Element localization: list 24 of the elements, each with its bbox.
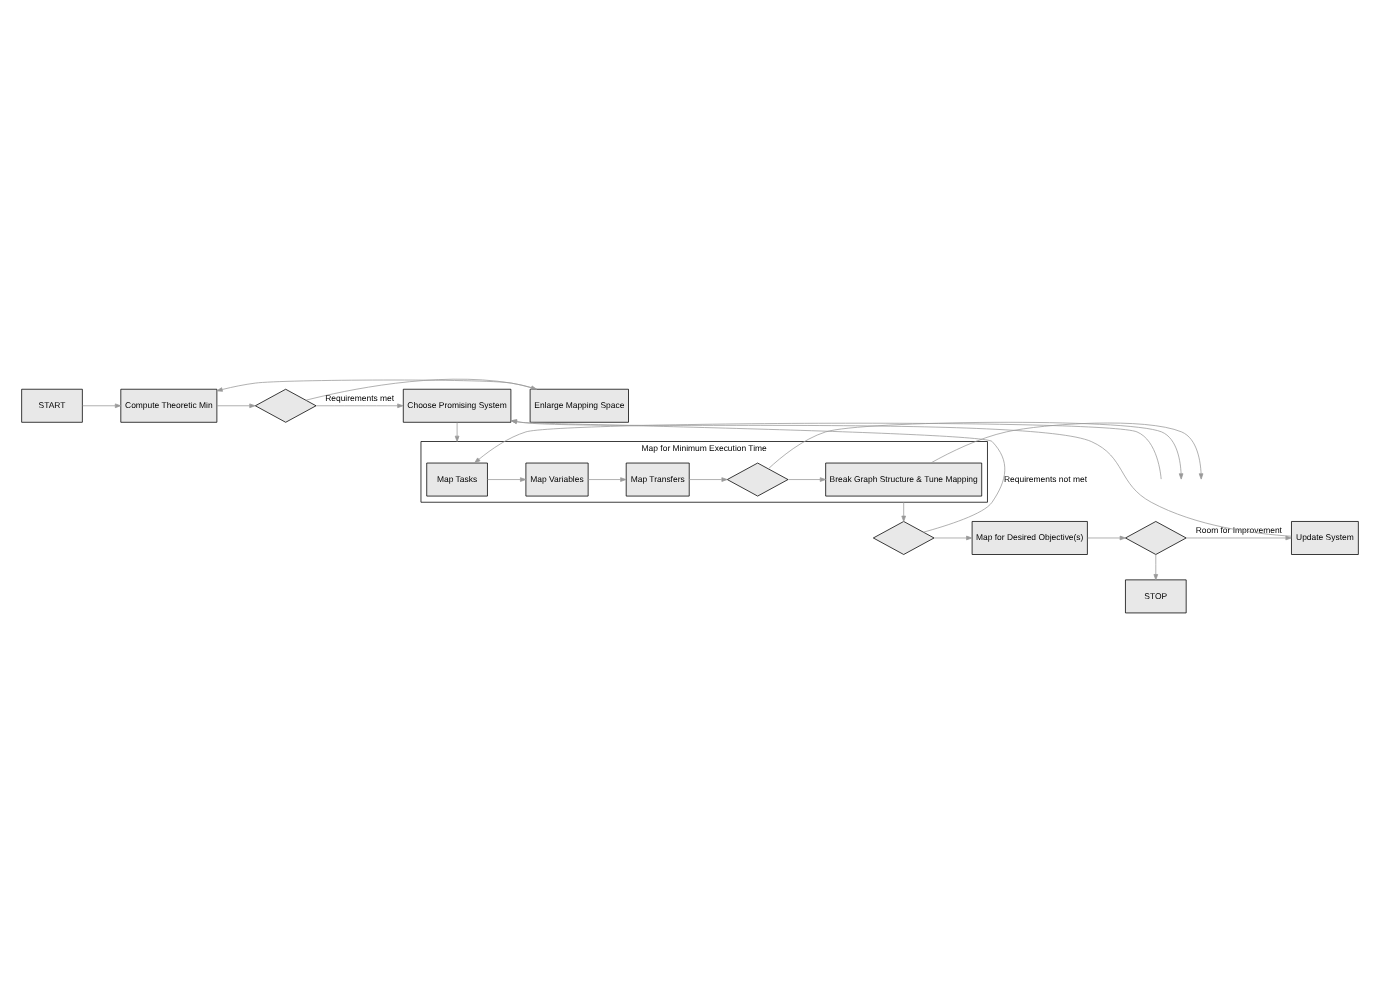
arrow xyxy=(305,378,538,401)
arrow xyxy=(787,477,826,482)
arrow xyxy=(768,421,1184,480)
arrow xyxy=(82,403,122,409)
node-diamond xyxy=(726,462,789,497)
arrow xyxy=(688,477,728,482)
node-diamond xyxy=(1125,521,1187,555)
arrow xyxy=(930,422,1204,480)
node-diamond xyxy=(254,388,317,423)
arrow xyxy=(315,403,404,409)
arrow xyxy=(587,477,627,482)
arrow xyxy=(933,535,973,541)
arrow xyxy=(510,419,1292,537)
arrow xyxy=(901,501,906,522)
arrow xyxy=(216,379,538,392)
arrow xyxy=(454,422,460,442)
arrow xyxy=(1185,535,1292,541)
arrow xyxy=(1087,535,1126,541)
arrow xyxy=(510,419,1006,533)
arrow xyxy=(1153,554,1159,581)
node-diamond xyxy=(872,521,935,555)
arrow xyxy=(474,422,1162,480)
arrow xyxy=(216,403,256,409)
arrow xyxy=(487,477,527,482)
